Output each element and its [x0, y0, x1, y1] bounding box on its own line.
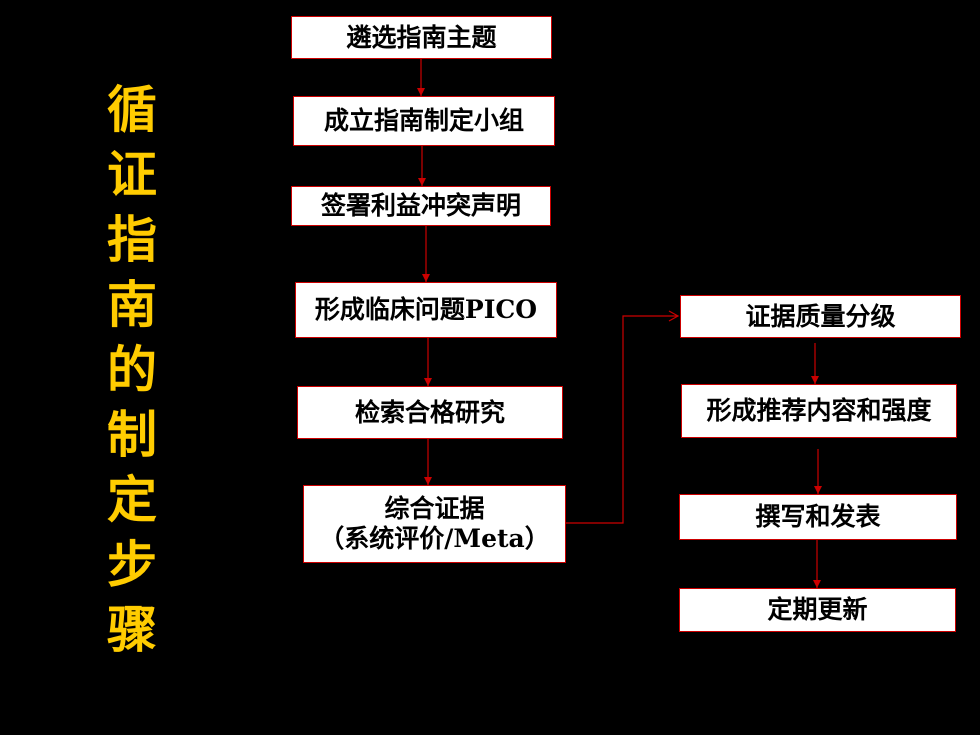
step-select-topic: 遴选指南主题 [291, 16, 552, 59]
step-label: 撰写和发表 [755, 502, 881, 531]
step-search-studies: 检索合格研究 [297, 386, 563, 439]
step-label: 签署利益冲突声明 [320, 191, 521, 220]
step-form-recommendation: 形成推荐内容和强度 [681, 384, 957, 438]
step-label: 检索合格研究 [354, 397, 505, 427]
step-label: 成立指南制定小组 [323, 106, 524, 135]
step-label: 定期更新 [767, 595, 868, 624]
step-regular-update: 定期更新 [679, 588, 956, 632]
title-char: 证 [107, 146, 157, 204]
step-write-publish: 撰写和发表 [679, 494, 957, 540]
arrow-6-7 [566, 310, 680, 524]
step-label-line1: 综合证据 [384, 494, 485, 523]
title-char: 骤 [107, 601, 157, 659]
step-synthesize-evidence: 综合证据 （系统评价/Meta） [303, 485, 566, 563]
step-pico-question: 形成临床问题PICO [295, 282, 557, 338]
step-label: 形成临床问题PICO [314, 295, 538, 324]
title-char: 步 [107, 536, 157, 594]
vertical-title: 循 证 指 南 的 制 定 步 骤 [100, 78, 164, 663]
step-label-line2: （系统评价/Meta） [319, 524, 550, 553]
step-conflict-declaration: 签署利益冲突声明 [291, 186, 551, 226]
title-char: 指 [107, 211, 157, 269]
title-char: 的 [107, 341, 157, 399]
title-char: 制 [107, 406, 157, 464]
step-label: 遴选指南主题 [346, 22, 497, 52]
title-char: 南 [107, 276, 157, 334]
title-char: 定 [107, 471, 157, 529]
step-form-group: 成立指南制定小组 [293, 96, 555, 146]
title-char: 循 [107, 81, 157, 139]
step-label: 形成推荐内容和强度 [706, 396, 932, 425]
step-grade-evidence: 证据质量分级 [680, 295, 961, 338]
step-label: 证据质量分级 [745, 301, 896, 331]
